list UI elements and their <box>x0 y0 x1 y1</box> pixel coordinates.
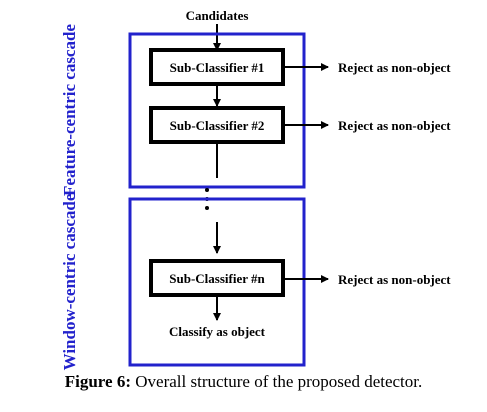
reject-label-2: Reject as non-object <box>338 118 451 133</box>
classify-as-object-label: Classify as object <box>169 324 266 339</box>
window-centric-group-box <box>128 197 306 367</box>
feature-centric-label: Feature-centric cascade <box>60 24 79 196</box>
candidates-label: Candidates <box>186 8 249 23</box>
reject-label-n: Reject as non-object <box>338 272 451 287</box>
feature-centric-group-box <box>128 32 306 189</box>
ellipsis-dot-3 <box>205 206 209 210</box>
figure-number: Figure 6: <box>64 372 131 391</box>
sub-classifier-2-box <box>149 106 285 144</box>
figure-caption-text: Overall structure of the proposed detect… <box>135 372 423 391</box>
ellipsis-dot-1 <box>205 188 209 192</box>
sub-classifier-n-label: Sub-Classifier #n <box>169 271 265 286</box>
figure-caption: Figure 6: Overall structure of the propo… <box>0 372 487 392</box>
sub-classifier-n-box <box>149 259 285 297</box>
sub-classifier-1-label: Sub-Classifier #1 <box>170 60 265 75</box>
window-centric-label: Window-centric cascade <box>60 193 79 370</box>
sub-classifier-1-box <box>149 48 285 86</box>
reject-label-1: Reject as non-object <box>338 60 451 75</box>
sub-classifier-2-label: Sub-Classifier #2 <box>170 118 265 133</box>
